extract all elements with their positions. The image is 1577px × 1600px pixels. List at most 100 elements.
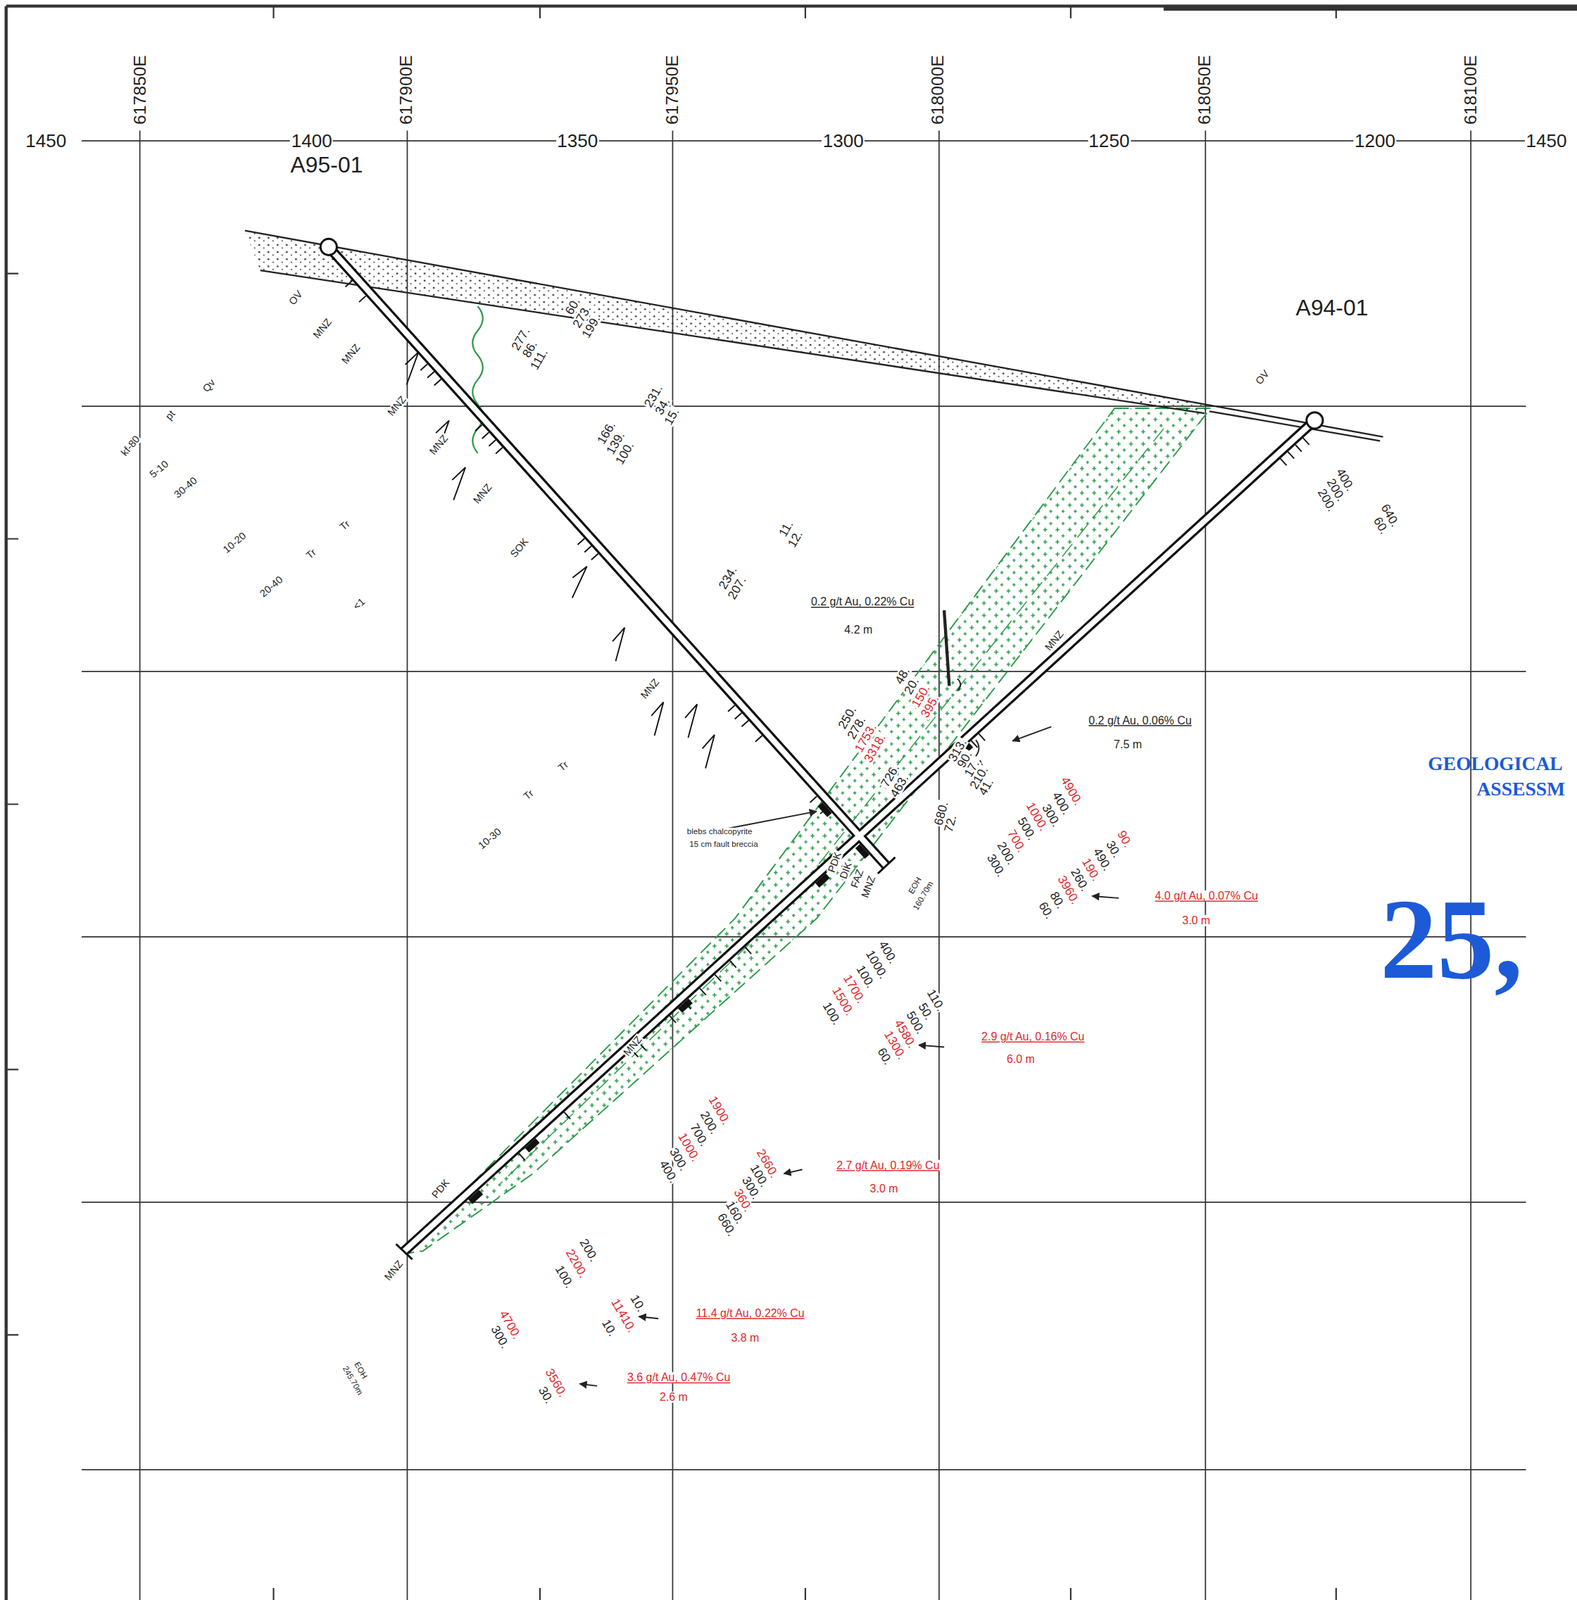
mineral-interval <box>680 1001 691 1011</box>
drawing-path <box>1163 5 1577 11</box>
section-label: MNZ <box>470 481 495 507</box>
section-label: 617850E <box>130 54 149 127</box>
sample-tick <box>727 705 735 712</box>
sample-tick <box>482 432 490 439</box>
structure-symbol <box>607 625 625 662</box>
section-label: 30-40 <box>171 475 200 502</box>
overburden <box>244 230 1384 442</box>
sample-tick <box>475 424 483 431</box>
drawing-path <box>944 610 950 686</box>
section-label: blebs chalcopyrite <box>685 827 754 837</box>
drawing-path <box>1012 726 1052 741</box>
sample-tick <box>741 720 749 728</box>
assay-summary: 3.6 g/t Au, 0.47% Cu <box>626 1372 732 1384</box>
section-label: 3.0 m <box>868 1183 900 1195</box>
drawing-path <box>6 6 1337 1600</box>
sample-tick <box>1287 451 1294 460</box>
sample-tick <box>1295 444 1302 452</box>
sample-tick <box>420 363 428 371</box>
section-label: MNZ <box>339 341 363 367</box>
section-label: 1450 <box>24 131 68 150</box>
sample-tick <box>755 735 763 743</box>
drawing-path <box>244 230 1384 442</box>
section-label: 3.0 m <box>1181 915 1212 927</box>
section-label: SOK <box>508 535 532 561</box>
drawing-circle <box>320 238 337 255</box>
section-label: 1450 <box>1524 131 1568 150</box>
structure-symbol <box>697 732 715 769</box>
section-label: 618100E <box>1462 54 1480 127</box>
assay-summary: 2.9 g/t Au, 0.16% Cu <box>980 1031 1086 1043</box>
mineral-interval <box>820 804 831 816</box>
assay-summary: 2.7 g/t Au, 0.19% Cu <box>835 1160 941 1172</box>
drawing-polygon <box>406 408 1211 1254</box>
sheet-border <box>6 6 1577 1600</box>
section-label: 10. <box>627 1291 649 1315</box>
sample-tick <box>495 447 503 455</box>
section-label: 3.8 m <box>730 1332 761 1344</box>
sample-tick <box>978 733 985 741</box>
section-label: MNZ <box>382 1258 406 1284</box>
section-label: Tr <box>337 518 353 533</box>
sample-tick <box>563 1112 571 1120</box>
structure-symbol <box>680 701 697 738</box>
sample-tick <box>699 988 707 996</box>
mineral-interval <box>470 1192 481 1203</box>
sample-tick <box>359 295 367 303</box>
sample-tick <box>730 960 737 969</box>
section-label: 7.5 m <box>1113 739 1144 751</box>
section-label: 10. <box>599 1316 620 1340</box>
structure-symbol <box>646 699 664 736</box>
drawing-path <box>783 1170 802 1175</box>
stamp-text: ASSESSM <box>1475 779 1566 800</box>
section-label: A95-01 <box>289 154 364 177</box>
stamp-text: GEOLOGICAL <box>1427 754 1564 774</box>
section-label: PDK <box>429 1177 452 1202</box>
drawing-path <box>328 247 1316 1252</box>
sample-tick <box>715 975 722 983</box>
section-label: Tr <box>520 787 537 803</box>
section-label: OV <box>1253 368 1272 388</box>
drawing-circle <box>1306 412 1323 429</box>
section-label: 20-40 <box>257 573 286 600</box>
section-label: 72. <box>941 813 959 835</box>
sample-tick <box>584 546 592 553</box>
section-label: MNZ <box>311 316 335 342</box>
structure-symbols <box>399 349 715 769</box>
section-label: Qv <box>200 376 219 395</box>
mineral-interval <box>857 846 868 857</box>
sample-tick <box>744 946 752 954</box>
assay-summary: 0.2 g/t Au, 0.06% Cu <box>1087 715 1193 727</box>
section-label: 617950E <box>663 54 682 127</box>
section-label: 618000E <box>930 54 948 127</box>
section-label: 10-20 <box>220 530 249 557</box>
sample-tick <box>345 280 353 288</box>
sample-tick <box>434 379 442 386</box>
drawing-path <box>328 247 1316 1252</box>
leader-lines <box>580 610 1120 1387</box>
assay-summary: 4.0 g/t Au, 0.07% Cu <box>1153 890 1259 902</box>
section-label: 5-10 <box>147 458 172 481</box>
sample-tick <box>488 440 496 447</box>
section-label: Tr <box>555 758 571 774</box>
sample-tick <box>518 1153 526 1161</box>
drawing-path <box>140 130 1472 1600</box>
section-label: MNZ <box>620 1033 645 1059</box>
stamp-text: 25, <box>1379 882 1525 997</box>
drawing-path <box>396 857 896 1260</box>
drawing-path <box>81 140 1527 1470</box>
sample-tick <box>669 1015 676 1023</box>
assay-summary: 11.4 g/t Au, 0.22% Cu <box>694 1308 806 1320</box>
section-label: <1 <box>350 596 368 614</box>
section-label: MNZ <box>427 432 451 458</box>
sample-tick <box>1280 459 1287 467</box>
section-label: pt <box>163 408 179 424</box>
section-label: MNZ <box>385 393 409 419</box>
section-label: Tr <box>303 547 319 562</box>
drawing-path <box>580 1384 598 1387</box>
sample-tick <box>427 371 435 379</box>
sample-tick <box>734 713 743 720</box>
section-label: 1400 <box>290 131 334 150</box>
